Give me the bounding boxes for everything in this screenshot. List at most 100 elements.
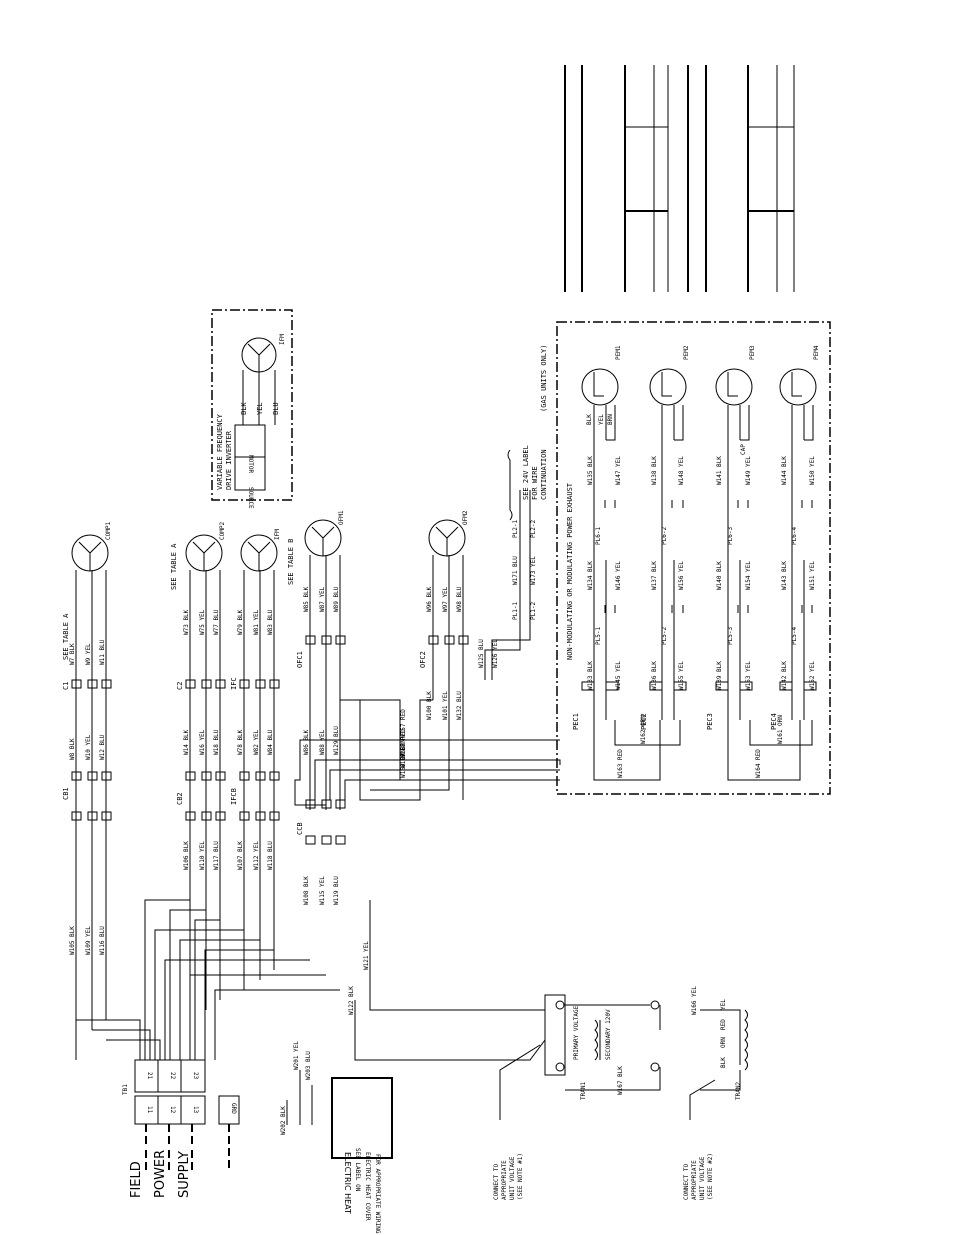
ofc1-out-1: W85 BLK (303, 586, 310, 612)
vfd-box: VARIABLE FREQUENCY DRIVE INVERTER SOURCE… (211, 309, 293, 509)
ofm2-label: OFM2 (462, 510, 469, 525)
pe-labels: W135 BLK W147 YEL W138 BLK W148 YEL W141… (572, 456, 817, 778)
pe-out-2: W147 YEL (615, 456, 622, 485)
pe-wires (593, 500, 813, 781)
ifcb-out-2: W82 YEL (253, 729, 260, 755)
pe-feed-1: W157 RED (400, 709, 407, 738)
electric-heat-line3: ELECTRIC HEAT COVER (364, 1152, 371, 1221)
ifc-out-2: W81 YEL (253, 609, 260, 635)
tb1-load-3: 23 (192, 1072, 199, 1080)
pe-plug-4: PL6-4 (791, 527, 798, 545)
ofc1-out-2: W87 YEL (319, 586, 326, 612)
ifc-label: IFC (230, 677, 238, 690)
pe-note-2: FOR WIRE (531, 466, 539, 500)
pe-in-2: W145 YEL (615, 661, 622, 690)
ofm1-label: OFM1 (338, 510, 345, 525)
pe-ctrl-2: W162 ORN (640, 715, 647, 744)
ofc1-label: OFC1 (296, 651, 304, 668)
pem4-label: PEM4 (813, 345, 820, 360)
ccb-label: CCB (296, 822, 304, 835)
vfd-out-yel: YEL (256, 402, 264, 415)
gas-plug-1: PL1-1 (512, 602, 519, 620)
pe-mid-8: W151 YEL (809, 561, 816, 590)
pe-mid-7: W143 BLK (781, 561, 788, 590)
ifcb-in-3: W118 BLU (267, 841, 274, 870)
gas-wire-1: W125 BLU (478, 639, 485, 668)
cb1-out-1: W8 BLK (69, 738, 76, 760)
cb2-out-1: W14 BLK (183, 729, 190, 755)
power-exhaust-title: NON-MODULATING OR MODULATING POWER EXHAU… (566, 482, 574, 660)
pe-plug-6: PL5-2 (661, 627, 668, 645)
pe-out-5: W141 BLK (716, 456, 723, 485)
pec3-label: PEC3 (706, 713, 714, 730)
tran2-tap-2: RED (720, 1019, 727, 1030)
tb1-line-2: 12 (169, 1106, 176, 1114)
ofc2-out-2: W97 YEL (442, 586, 449, 612)
pe-mid-4: W156 YEL (678, 561, 685, 590)
tb1-line-3: 13 (192, 1106, 199, 1114)
tran-wire-4: W167 BLK (617, 1066, 624, 1095)
pe-in-5: W139 BLK (716, 661, 723, 690)
cb2-in-2: W110 YEL (199, 841, 206, 870)
pe-mid-6: W154 YEL (745, 561, 752, 590)
comp2-label: COMP2 (219, 522, 226, 540)
pe-out-1: W135 BLK (587, 456, 594, 485)
cb1-in-2: W109 YEL (85, 926, 92, 955)
ccb-in-2: W115 YEL (319, 876, 326, 905)
field-supply: FIELD POWER SUPPLY (129, 1124, 230, 1198)
ofc2-label: OFC2 (419, 651, 427, 668)
supply-wiring (76, 899, 340, 1060)
motors: COMP1 COMP2 IFM OFM1 OFM2 SEE TABLE A SE… (62, 510, 469, 660)
c1-out-2: W9 YEL (85, 643, 92, 665)
tran1-label: TRAN1 (580, 1082, 587, 1100)
ofc2-in-1: W100 BLK (426, 691, 433, 720)
heat-wire-1: W202 BLK (280, 1106, 287, 1135)
vfd-source: SOURCE (247, 487, 254, 509)
pe-ctrl-1: W163 RED (617, 749, 624, 778)
vfd-motor-label: IFM (279, 334, 286, 345)
cb1-in-3: W116 BLU (99, 926, 106, 955)
c2-label: C2 (176, 682, 184, 690)
tran1-primary: PRIMARY VOLTAGE (573, 1005, 580, 1060)
pe-plug-8: PL5-4 (791, 627, 798, 645)
device-labels: C1 C2 IFC OFC1 OFC2 CB1 CB2 IFCB CCB (62, 651, 427, 835)
pe-color-yel: YEL (598, 414, 605, 425)
connect-note-2c: UNIT VOLTAGE (699, 1156, 706, 1200)
connect-note-2b: APPROPRIATE (691, 1160, 698, 1200)
electric-heat-line2: SEE LABEL ON (354, 1148, 361, 1192)
vfd-motor: MOTOR (247, 455, 254, 473)
comp1-label: COMP1 (105, 522, 112, 540)
connect-notes: CONNECT TO APPROPRIATE UNIT VOLTAGE (SEE… (493, 1044, 716, 1200)
cb1-in-1: W105 BLK (69, 926, 76, 955)
ofc2-in-3: W132 BLU (456, 691, 463, 720)
cb1-label: CB1 (62, 787, 70, 800)
gas-wire-2: W126 YEL (492, 639, 499, 668)
pe-plug-5: PL5-1 (595, 627, 602, 645)
ccb-out-1: W86 BLK (303, 729, 310, 755)
pe-in-6: W153 YEL (745, 661, 752, 690)
pec2-label: PEC2 (640, 713, 648, 730)
pe-out-3: W138 BLK (651, 456, 658, 485)
electric-heat-box: ELECTRIC HEAT SEE LABEL ON ELECTRIC HEAT… (331, 1077, 393, 1234)
pe-ctrl-4: W161 ORN (777, 715, 784, 744)
legend-table (564, 65, 795, 292)
electric-heat-line4: FOR APPROPRIATE WIRING (374, 1154, 381, 1234)
ifc-out-3: W83 BLU (267, 609, 274, 635)
see-table-1: SEE TABLE A (62, 613, 70, 660)
c2-out-3: W77 BLU (213, 609, 220, 635)
cb2-in-1: W106 BLK (183, 841, 190, 870)
field-label: FIELD (129, 1161, 144, 1198)
power-exhaust-box: NON-MODULATING OR MODULATING POWER EXHAU… (507, 321, 831, 795)
see-table-3: SEE TABLE B (287, 539, 295, 585)
tran2-tap-3: ORN (720, 1037, 727, 1048)
motor-leads (75, 555, 464, 1060)
tb1-ground: GRD (230, 1103, 237, 1114)
pe-plug-2: PL6-2 (661, 527, 668, 545)
vfd-title-2: DRIVE INVERTER (225, 430, 233, 490)
heat-tran-wires: W202 BLK W201 YEL W203 BLU W122 BLK W121… (280, 900, 546, 1135)
tran-wire-3: W166 YEL (691, 986, 698, 1015)
gas-plugs: W125 BLU W126 YEL W171 BLU W173 YEL PL1-… (478, 490, 537, 680)
vfd-out-blu: BLU (272, 402, 280, 415)
pe-note-3: CONTINUATION (540, 449, 548, 500)
tb1-load-2: 22 (169, 1072, 176, 1080)
